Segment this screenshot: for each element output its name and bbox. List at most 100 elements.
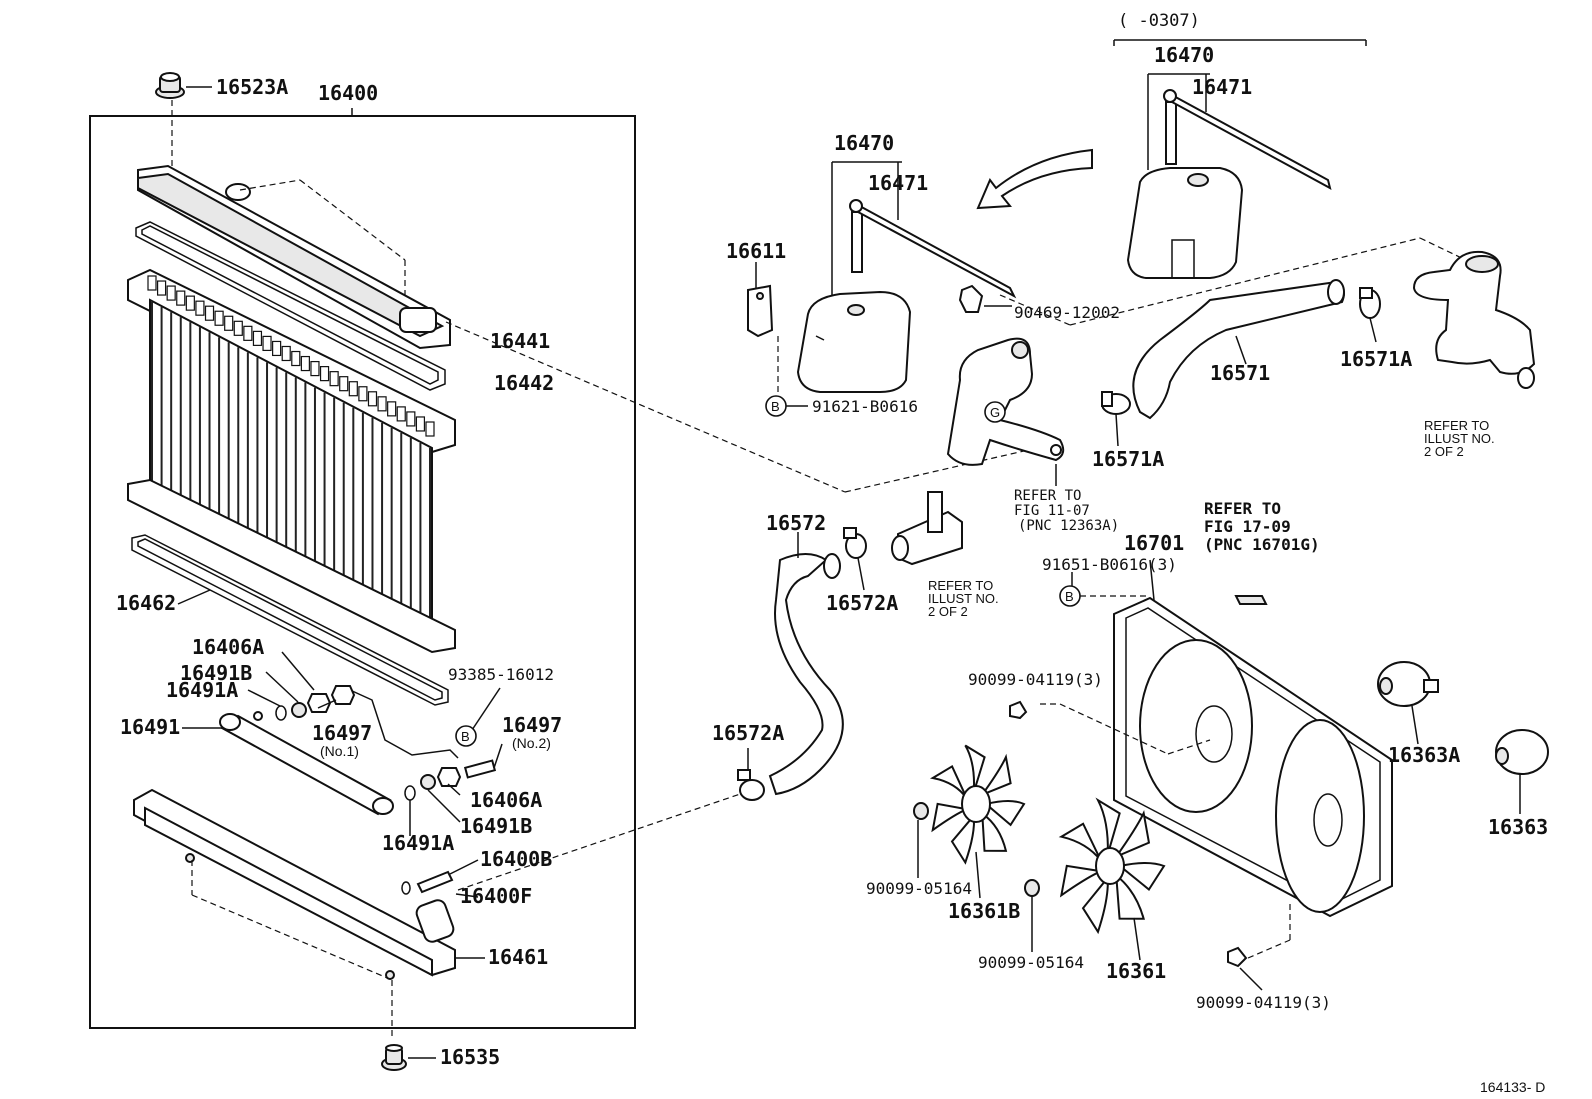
- radiator-cap-16523A[interactable]: [155, 72, 185, 99]
- clamp-90469[interactable]: [958, 284, 984, 313]
- fan-blade: [1113, 810, 1151, 859]
- label-90469-12002: 90469-12002: [1014, 303, 1120, 322]
- lower-tank-16461[interactable]: [133, 788, 456, 980]
- reservoir-hose-16471-mid[interactable]: [849, 199, 1017, 299]
- label-16491A-bot: 16491A: [382, 831, 454, 855]
- label-91651-B0616: 91651-B0616(3): [1042, 555, 1177, 574]
- core-fin-top: [185, 295, 195, 311]
- label-16701: 16701: [1124, 531, 1184, 555]
- svg-text:(PNC 12363A): (PNC 12363A): [1018, 518, 1119, 534]
- label-16400: 16400: [318, 81, 378, 105]
- drain-plug-16400B[interactable]: [401, 870, 454, 895]
- callout-b-91621-letter: B: [771, 399, 780, 414]
- bolt-90099-04119-bot[interactable]: [1227, 946, 1248, 968]
- label-16497-no1-sub: (No.1): [320, 743, 359, 759]
- core-fin-top: [156, 280, 167, 296]
- label-16471-top: 16471: [1192, 75, 1252, 99]
- label-16491B-top: 16491B: [180, 661, 252, 685]
- radiator-hose-16572[interactable]: [768, 553, 844, 796]
- bracket-16611[interactable]: [747, 284, 774, 338]
- label-16470-mid: 16470: [834, 131, 894, 155]
- refer-note-illust-right: REFER TO ILLUST NO. 2 OF 2: [1424, 418, 1495, 459]
- label-16461: 16461: [488, 945, 548, 969]
- fan-shroud-16701[interactable]: [1113, 596, 1393, 918]
- label-16363: 16363: [1488, 815, 1548, 839]
- reservoir-tank-16470-top[interactable]: [1126, 167, 1244, 279]
- lower-gasket-16462[interactable]: [131, 534, 449, 706]
- core-fin-top: [243, 325, 253, 341]
- core-fin-top: [348, 381, 358, 397]
- label-16400F: 16400F: [460, 884, 532, 908]
- core-fin-top: [176, 290, 186, 306]
- hose-clamp-16572A-bot[interactable]: [737, 769, 765, 801]
- core-fin-top: [387, 401, 397, 417]
- label-16361: 16361: [1106, 959, 1166, 983]
- drain-plug-16535[interactable]: [381, 1044, 407, 1071]
- label-16497-no1: 16497: [312, 721, 372, 745]
- direction-arrow: [976, 148, 1093, 210]
- fan-motor-16363[interactable]: [1495, 729, 1549, 775]
- core-fin-top: [406, 411, 416, 427]
- fan-blade: [1115, 873, 1145, 920]
- label-16497-no2-sub: (No.2): [512, 735, 551, 751]
- water-outlet-housing[interactable]: [1412, 250, 1536, 389]
- refer-note-fig-17-09: REFER TO FIG 17-09 (PNC 16701G): [1204, 499, 1320, 554]
- radiator-assembly-frame: [89, 115, 636, 1029]
- oil-cooler-16491[interactable]: [219, 713, 394, 816]
- core-fin-top: [377, 396, 387, 412]
- bolt-90099-04119-top[interactable]: [1009, 700, 1028, 720]
- hose-clamp-16571A-left[interactable]: [1101, 391, 1131, 415]
- label-16523A: 16523A: [216, 75, 288, 99]
- water-inlet-housing[interactable]: [946, 337, 1065, 466]
- callout-b-93385-letter: B: [461, 729, 470, 744]
- upper-tank-16441[interactable]: [137, 164, 451, 350]
- serial-note: ( -0307): [1118, 11, 1200, 31]
- cooling-fan-16361[interactable]: [1058, 797, 1166, 935]
- radiator-core[interactable]: [127, 268, 456, 654]
- hose-clamp-16572A-top[interactable]: [843, 527, 867, 559]
- cooling-fan-16361B[interactable]: [929, 744, 1026, 865]
- label-16400B: 16400B: [480, 847, 552, 871]
- reservoir-hose-16471-top[interactable]: [1163, 89, 1332, 190]
- label-16572A-top: 16572A: [826, 591, 898, 615]
- svg-text:2 OF 2: 2 OF 2: [928, 604, 968, 619]
- core-fin-top: [425, 421, 435, 437]
- svg-text:(PNC 16701G): (PNC 16701G): [1204, 535, 1320, 554]
- label-16441: 16441: [490, 329, 550, 353]
- label-16361B: 16361B: [948, 899, 1020, 923]
- core-fin-top: [281, 345, 291, 362]
- fan-shroud-seal[interactable]: [1234, 595, 1268, 605]
- label-91621-B0616: 91621-B0616: [812, 397, 918, 416]
- svg-text:REFER TO: REFER TO: [928, 578, 993, 593]
- refer-note-fig-11-07: REFER TO FIG 11-07 (PNC 12363A): [1014, 488, 1119, 534]
- fan-blade: [1081, 875, 1109, 935]
- label-16470-top: 16470: [1154, 43, 1214, 67]
- label-90099-05164-left: 90099-05164: [866, 879, 972, 898]
- nut-90099-05164-left[interactable]: [913, 802, 929, 820]
- label-16572: 16572: [766, 511, 826, 535]
- core-fin-top: [396, 406, 406, 422]
- water-pipe-sensor[interactable]: [891, 491, 963, 566]
- hose-clamp-16571A-right[interactable]: [1359, 287, 1381, 319]
- core-fin-top: [224, 315, 234, 331]
- core-fin-top: [367, 391, 378, 407]
- core-fin-top: [415, 416, 426, 432]
- nut-90099-05164-mid[interactable]: [1024, 879, 1040, 897]
- callout-b-91651-letter: B: [1065, 589, 1074, 604]
- upper-gasket-16442[interactable]: [135, 221, 446, 391]
- label-16497-no2: 16497: [502, 713, 562, 737]
- fan-blade: [983, 800, 1026, 827]
- core-fin-top: [319, 366, 330, 382]
- fan-hub: [961, 785, 991, 823]
- fan-hub: [1095, 847, 1125, 885]
- callout-b-93385: [455, 725, 477, 747]
- fan-motor-16363A[interactable]: [1377, 661, 1439, 707]
- label-16491A-top: 16491A: [166, 678, 238, 702]
- fan-blade: [929, 765, 968, 800]
- svg-text:ILLUST NO.: ILLUST NO.: [1424, 431, 1495, 446]
- radiator-hose-16571[interactable]: [1132, 279, 1345, 420]
- core-fin-top: [166, 285, 176, 301]
- core-fin-top: [233, 320, 243, 336]
- svg-text:REFER TO: REFER TO: [1014, 488, 1081, 504]
- reservoir-tank-16470-mid[interactable]: [796, 290, 912, 393]
